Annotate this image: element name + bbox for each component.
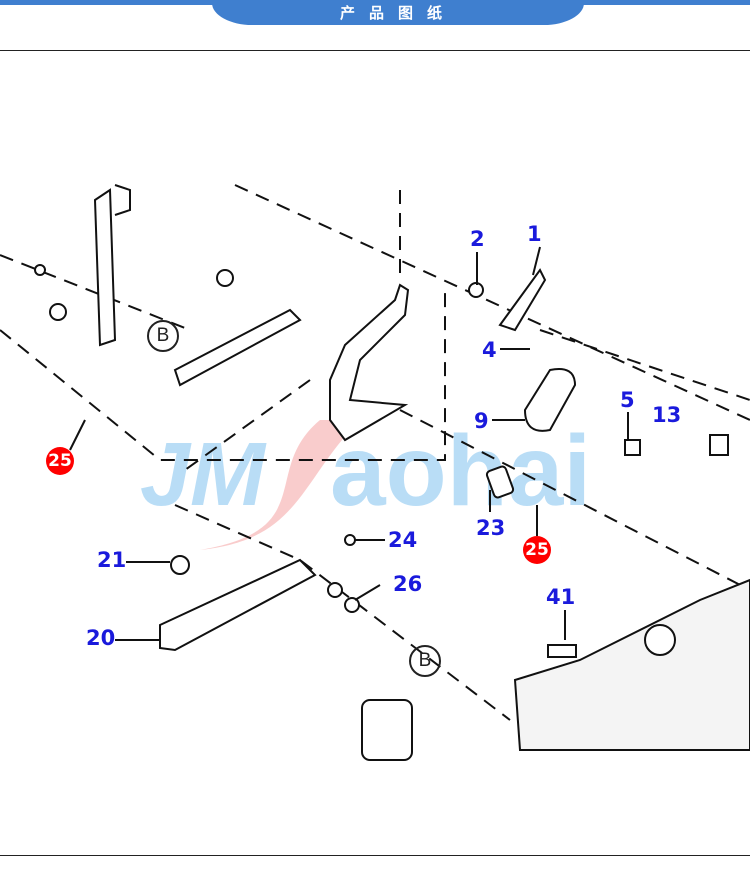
callout-2: 2 [470, 227, 485, 251]
callout-1: 1 [527, 222, 542, 246]
callout-21: 21 [97, 548, 127, 572]
divider-top [0, 50, 750, 51]
callout-26: 26 [393, 572, 423, 596]
section-ref-b-top: B [147, 320, 179, 352]
header-title: 产品图纸 [339, 5, 456, 22]
section-ref-b-bottom: B [409, 645, 441, 677]
callout-20: 20 [86, 626, 116, 650]
parts [34, 184, 750, 761]
divider-bottom [0, 855, 750, 856]
callout-25-right: 25 [523, 536, 551, 564]
callout-9: 9 [474, 409, 489, 433]
svg-text:aohai: aohai [330, 415, 591, 527]
header-tab: 产品图纸 [212, 0, 584, 25]
dashed-lines [0, 184, 750, 721]
callout-25-left: 25 [46, 447, 74, 475]
leader-lines [69, 246, 629, 641]
callout-23: 23 [476, 516, 506, 540]
callout-4: 4 [482, 338, 497, 362]
callout-13: 13 [652, 403, 682, 427]
callout-41: 41 [546, 585, 576, 609]
watermark: JM aohai [140, 415, 591, 550]
callout-24: 24 [388, 528, 418, 552]
svg-text:JM: JM [140, 425, 267, 525]
callout-5: 5 [620, 388, 635, 412]
